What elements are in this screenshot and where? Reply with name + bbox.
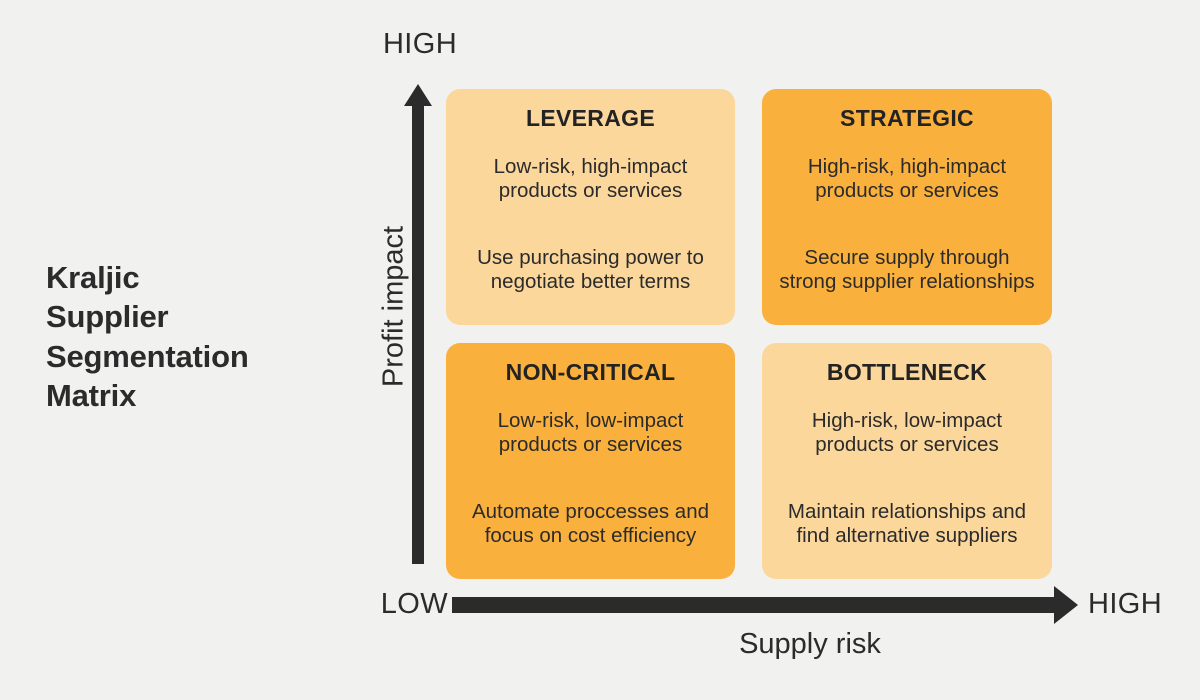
y-axis-title: Profit impact: [377, 225, 410, 388]
diagram-title-line-1: Kraljic: [46, 260, 140, 295]
quadrant-strategic[interactable]: STRATEGIC High-risk, high-impact product…: [762, 89, 1052, 325]
quadrant-strategic-description: High-risk, high-impact products or servi…: [807, 155, 1007, 203]
quadrant-non-critical-action: Automate proccesses and focus on cost ef…: [471, 499, 710, 547]
x-axis-high-label: HIGH: [1088, 588, 1163, 620]
x-axis-arrow-icon: [452, 586, 1078, 624]
quadrant-strategic-title: STRATEGIC: [840, 105, 974, 131]
quadrant-leverage-action: Use purchasing power to negotiate better…: [477, 245, 704, 293]
quadrant-leverage-description: Low-risk, high-impact products or servic…: [493, 155, 688, 203]
quadrant-non-critical-body: Low-risk, low-impact products or service…: [462, 386, 719, 569]
quadrant-bottleneck-body: High-risk, low-impact products or servic…: [778, 386, 1036, 569]
quadrant-strategic-action: Secure supply through strong supplier re…: [779, 245, 1035, 293]
y-axis-high-label: HIGH: [382, 28, 458, 60]
y-axis-arrow-icon: [404, 84, 432, 564]
quadrant-bottleneck[interactable]: BOTTLENECK High-risk, low-impact product…: [762, 343, 1052, 579]
quadrant-bottleneck-action: Maintain relationships and find alternat…: [787, 499, 1027, 547]
quadrant-non-critical-title: NON-CRITICAL: [505, 359, 676, 385]
quadrant-strategic-body: High-risk, high-impact products or servi…: [778, 132, 1036, 315]
x-axis-title: Supply risk: [739, 628, 881, 660]
quadrant-leverage[interactable]: LEVERAGE Low-risk, high-impact products …: [446, 89, 735, 325]
diagram-title-line-4: Matrix: [46, 378, 137, 414]
quadrant-bottleneck-title: BOTTLENECK: [826, 359, 988, 385]
quadrant-leverage-title: LEVERAGE: [526, 105, 655, 131]
diagram-title-line-3: Segmentation: [46, 338, 249, 374]
diagram-title-line-2: Supplier: [46, 299, 169, 335]
quadrant-bottleneck-description: High-risk, low-impact products or servic…: [811, 409, 1003, 457]
x-axis-low-label: LOW: [380, 588, 448, 620]
diagram-title: Kraljic Supplier Segmentation Matrix: [46, 258, 346, 415]
quadrant-leverage-body: Low-risk, high-impact products or servic…: [462, 132, 719, 315]
quadrant-non-critical-description: Low-risk, low-impact products or service…: [497, 409, 684, 457]
quadrant-non-critical[interactable]: NON-CRITICAL Low-risk, low-impact produc…: [446, 343, 735, 579]
